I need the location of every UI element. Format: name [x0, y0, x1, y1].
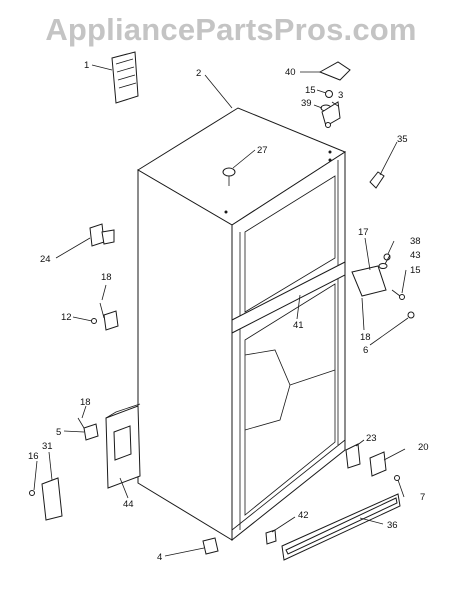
callout-4: 4 — [157, 552, 162, 563]
foot-cover-part — [29, 477, 63, 521]
callout-3: 3 — [338, 90, 343, 101]
plug-part — [222, 167, 236, 186]
callout-20: 20 — [418, 442, 429, 453]
callouts: 1 2 40 15 3 39 35 27 24 18 12 41 17 38 4… — [28, 60, 429, 563]
cabinet-shell — [137, 107, 347, 542]
callout-23: 23 — [366, 433, 377, 444]
bracket-part — [369, 171, 385, 189]
control-panel-part — [105, 403, 141, 489]
cap-part — [318, 61, 351, 81]
callout-12: 12 — [61, 312, 72, 323]
callout-6: 6 — [363, 345, 368, 356]
callout-27: 27 — [257, 145, 268, 156]
callout-15b: 15 — [410, 265, 421, 276]
leveling-foot-part — [202, 537, 219, 555]
screw-part — [77, 417, 99, 441]
callout-1: 1 — [84, 60, 89, 71]
top-hinge-part — [320, 90, 341, 128]
callout-18: 18 — [101, 272, 112, 283]
callout-40: 40 — [285, 67, 296, 78]
label-card-part — [111, 51, 139, 104]
left-hinge-part — [89, 223, 115, 247]
callout-36: 36 — [387, 520, 398, 531]
toe-grille-part — [281, 493, 401, 561]
callout-39: 39 — [301, 98, 312, 109]
callout-35: 35 — [397, 134, 408, 145]
callout-42: 42 — [298, 510, 309, 521]
callout-44: 44 — [123, 499, 134, 510]
callout-38: 38 — [410, 236, 421, 247]
leader-lines — [33, 64, 409, 557]
clip-part — [91, 302, 119, 331]
right-bracket-part — [345, 443, 400, 481]
callout-17: 17 — [358, 227, 369, 238]
callout-16: 18 — [360, 332, 371, 343]
right-hinge-part — [351, 253, 415, 319]
callout-41: 41 — [293, 320, 304, 331]
small-clip-part — [265, 529, 277, 545]
callout-16b: 16 — [28, 451, 39, 462]
callout-7: 7 — [420, 492, 425, 503]
callout-5: 5 — [56, 427, 61, 438]
callout-43: 43 — [410, 250, 421, 261]
callout-15: 15 — [305, 85, 316, 96]
callout-2: 2 — [196, 68, 201, 79]
callout-31: 31 — [42, 441, 53, 452]
callout-24: 24 — [40, 254, 51, 265]
watermark: AppliancePartsPros.com — [45, 12, 417, 47]
callout-18c: 18 — [80, 397, 91, 408]
